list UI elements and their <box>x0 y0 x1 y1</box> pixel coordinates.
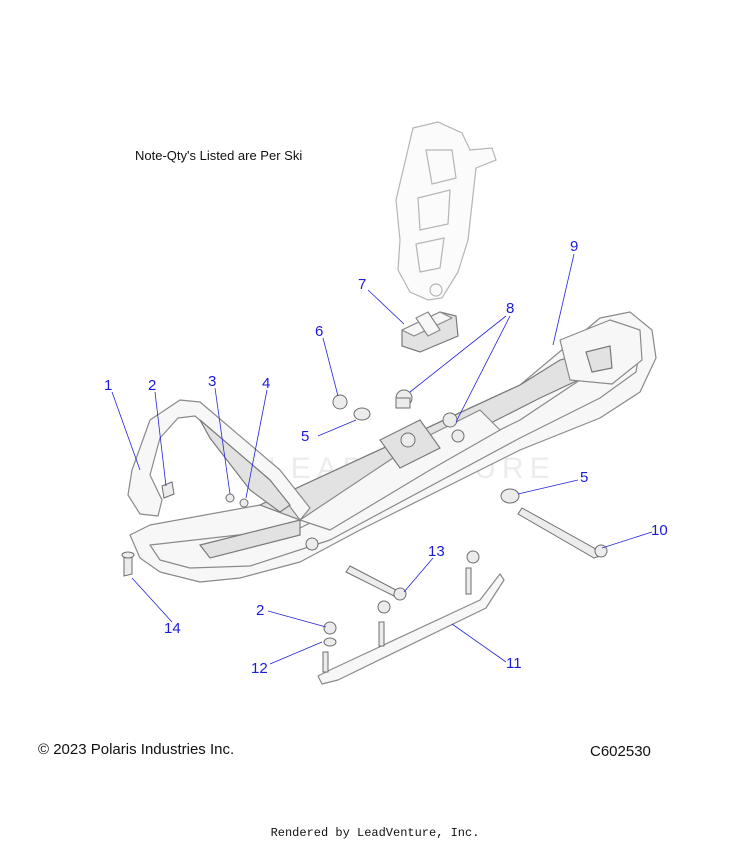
callout-12: 12 <box>251 660 268 677</box>
copyright-text: © 2023 Polaris Industries Inc. <box>38 741 235 758</box>
callout-3: 3 <box>208 373 216 390</box>
callout-7: 7 <box>358 276 366 293</box>
callout-9: 9 <box>570 238 578 255</box>
callouts: 1 2 3 4 5 5 6 7 8 9 10 11 12 13 14 2 <box>104 238 668 677</box>
callout-6: 6 <box>315 323 323 340</box>
diagram-code: C602530 <box>590 743 651 760</box>
callout-2: 2 <box>148 377 156 394</box>
ski-body <box>129 311 657 583</box>
callout-13: 13 <box>428 543 445 560</box>
ski-spindle <box>395 121 497 301</box>
diagram-note: Note-Qty's Listed are Per Ski <box>135 148 303 163</box>
callout-2-lower: 2 <box>256 602 264 619</box>
callout-5-right: 5 <box>580 469 588 486</box>
callout-8: 8 <box>506 300 514 317</box>
callout-5-left: 5 <box>301 428 309 445</box>
callout-1: 1 <box>104 377 112 394</box>
callout-14: 14 <box>164 620 181 637</box>
rendered-by-footer: Rendered by LeadVenture, Inc. <box>270 826 480 840</box>
ski-bumper <box>401 311 459 353</box>
callout-4: 4 <box>262 375 270 392</box>
hardware <box>121 389 608 647</box>
leader-lines <box>111 253 653 665</box>
callout-11: 11 <box>506 655 522 672</box>
carbide-runner <box>317 567 505 685</box>
callout-10: 10 <box>651 522 668 539</box>
